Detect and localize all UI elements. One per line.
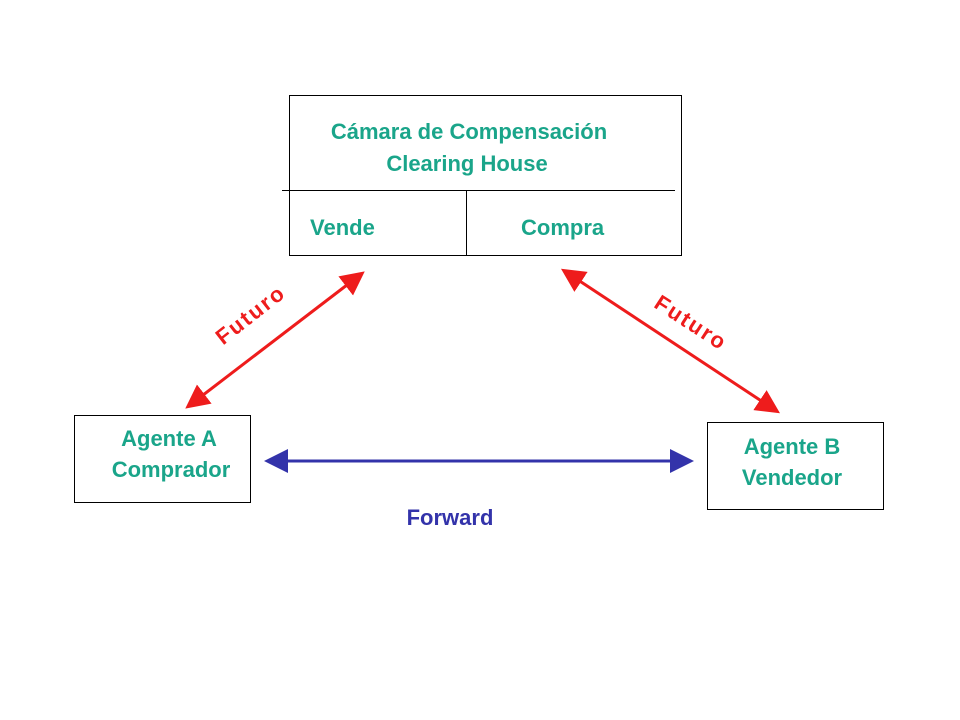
clearing-house-box — [289, 95, 682, 256]
clearing-house-title-line1: Cámara de Compensación — [330, 119, 608, 144]
right-futures-arrow — [560, 268, 781, 414]
clearing-house-divider-vertical — [466, 190, 467, 256]
left-futures-arrow — [185, 271, 365, 409]
agent-b-box — [707, 422, 884, 510]
agent-a-box — [74, 415, 251, 503]
agent-a-role: Comprador — [111, 457, 231, 482]
clearing-house-buy-label: Compra — [521, 215, 605, 240]
clearing-house-divider-horizontal — [282, 190, 675, 191]
agent-b-role: Vendedor — [741, 465, 843, 490]
clearing-house-sell-label: Vende — [310, 215, 375, 240]
agent-a-name: Agente A — [121, 426, 217, 451]
agent-b-name: Agente B — [743, 434, 841, 459]
forward-label: Forward — [406, 505, 494, 530]
clearing-house-title-line2: Clearing House — [386, 151, 548, 176]
